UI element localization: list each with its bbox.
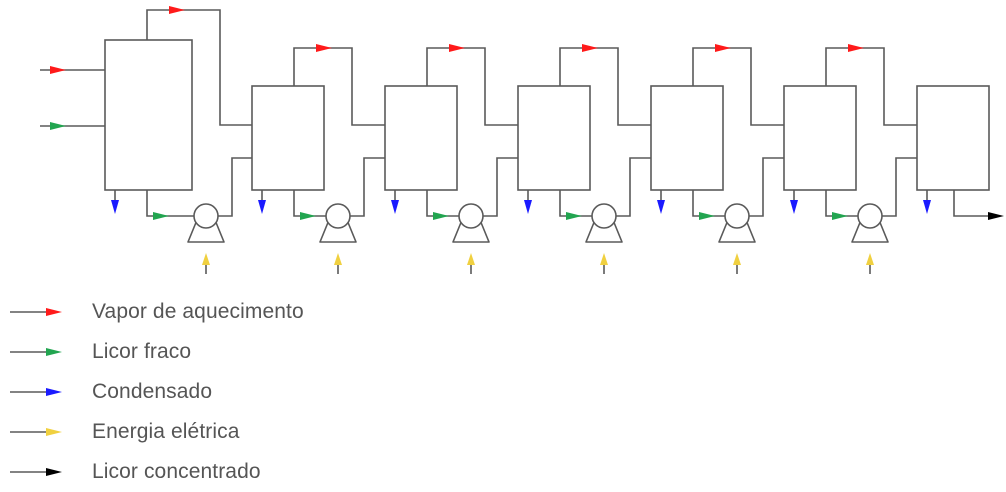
yellow-arrow-icon bbox=[10, 428, 62, 436]
pump-6-energy-arrow bbox=[866, 253, 874, 265]
pump-3-icon bbox=[458, 203, 484, 229]
condensate-arrow-2 bbox=[258, 200, 266, 214]
legend: Vapor de aquecimento Licor fraco Condens… bbox=[8, 292, 428, 492]
vapor-line-2 bbox=[293, 47, 385, 126]
pump-2-energy-arrow bbox=[334, 253, 342, 265]
evaporator-body-1 bbox=[104, 39, 193, 191]
vapor-arrow-6 bbox=[848, 44, 864, 52]
liquor-to-effect-7 bbox=[882, 157, 917, 217]
vapor-arrow-5 bbox=[715, 44, 731, 52]
pump-6-icon bbox=[857, 203, 883, 229]
liquor-arrow-6 bbox=[832, 212, 848, 220]
liquor-to-effect-2 bbox=[218, 157, 252, 217]
legend-label-licor-concentrado: Licor concentrado bbox=[92, 460, 261, 483]
liquor-to-effect-6 bbox=[749, 157, 784, 217]
vapor-line-4 bbox=[559, 47, 651, 126]
vapor-arrow-1 bbox=[169, 6, 185, 14]
vapor-line-1 bbox=[146, 9, 252, 126]
legend-item-licor-concentrado: Licor concentrado bbox=[8, 452, 428, 492]
legend-label-energia: Energia elétrica bbox=[92, 420, 240, 443]
vapor-inlet-arrow bbox=[50, 66, 66, 74]
pump-1-icon bbox=[193, 203, 219, 229]
condensate-arrow-6 bbox=[790, 200, 798, 214]
pump-2-icon bbox=[325, 203, 351, 229]
liquor-to-effect-3 bbox=[350, 157, 385, 217]
pump-3-energy-arrow bbox=[467, 253, 475, 265]
evaporator-body-4 bbox=[517, 85, 591, 191]
pump-4-icon bbox=[591, 203, 617, 229]
liquor-to-pump-1 bbox=[146, 190, 194, 217]
liquor-to-pump-4 bbox=[559, 190, 592, 217]
black-arrow-icon bbox=[10, 468, 62, 476]
condensate-arrow-7 bbox=[923, 200, 931, 214]
pump-5-icon bbox=[724, 203, 750, 229]
liquor-arrow-1 bbox=[153, 212, 169, 220]
evaporator-body-6 bbox=[783, 85, 857, 191]
vapor-arrow-2 bbox=[316, 44, 332, 52]
liquor-to-pump-6 bbox=[825, 190, 858, 217]
green-arrow-icon bbox=[10, 348, 62, 356]
evaporator-body-5 bbox=[650, 85, 724, 191]
liquor-to-pump-5 bbox=[692, 190, 725, 217]
liquor-arrow-3 bbox=[433, 212, 449, 220]
vapor-arrow-4 bbox=[582, 44, 598, 52]
legend-item-licor-fraco: Licor fraco bbox=[8, 332, 428, 372]
liquor-to-effect-4 bbox=[483, 157, 518, 217]
legend-item-condensado: Condensado bbox=[8, 372, 428, 412]
blue-arrow-icon bbox=[10, 388, 62, 396]
pump-4-energy-arrow bbox=[600, 253, 608, 265]
condensate-arrow-4 bbox=[524, 200, 532, 214]
vapor-arrow-3 bbox=[449, 44, 465, 52]
vapor-line-3 bbox=[426, 47, 518, 126]
condensate-arrow-1 bbox=[111, 200, 119, 214]
evaporator-body-2 bbox=[251, 85, 325, 191]
liquor-arrow-5 bbox=[699, 212, 715, 220]
pump-1-energy-arrow bbox=[202, 253, 210, 265]
condensate-arrow-5 bbox=[657, 200, 665, 214]
liquor-to-pump-3 bbox=[426, 190, 459, 217]
legend-item-vapor: Vapor de aquecimento bbox=[8, 292, 428, 332]
licor-concentrado-outlet-arrow bbox=[988, 212, 1004, 220]
condensate-arrow-3 bbox=[391, 200, 399, 214]
liquor-to-pump-2 bbox=[293, 190, 326, 217]
evaporator-body-7 bbox=[916, 85, 990, 191]
licor-fraco-inlet-arrow bbox=[50, 122, 66, 130]
evaporator-body-3 bbox=[384, 85, 458, 191]
licor-concentrado-outlet-line bbox=[953, 190, 990, 217]
pump-5-energy-arrow bbox=[733, 253, 741, 265]
legend-label-condensado: Condensado bbox=[92, 380, 213, 403]
liquor-to-effect-5 bbox=[616, 157, 651, 217]
red-arrow-icon bbox=[10, 308, 62, 316]
vapor-line-5 bbox=[692, 47, 784, 126]
vapor-line-6 bbox=[825, 47, 917, 126]
legend-item-energia: Energia elétrica bbox=[8, 412, 428, 452]
legend-label-licor-fraco: Licor fraco bbox=[92, 340, 192, 363]
legend-label-vapor: Vapor de aquecimento bbox=[92, 300, 304, 323]
liquor-arrow-4 bbox=[566, 212, 582, 220]
liquor-arrow-2 bbox=[300, 212, 316, 220]
